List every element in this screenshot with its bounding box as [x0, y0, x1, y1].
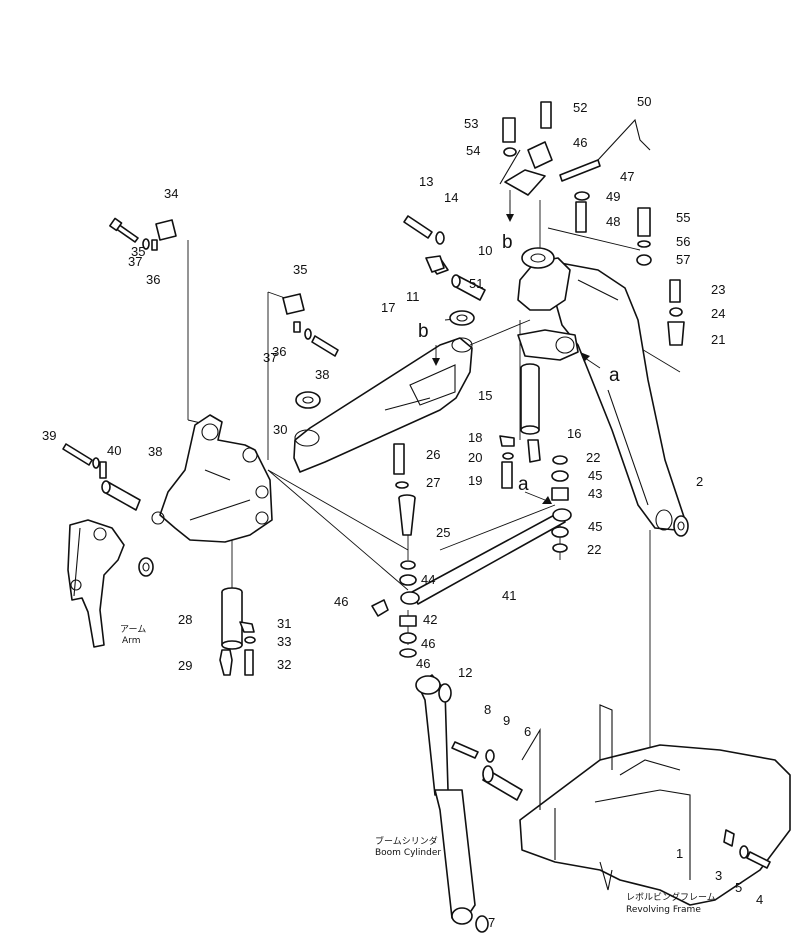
ref-mark-b-lower: b: [418, 321, 429, 342]
part-number-label: 52: [573, 100, 587, 115]
part-number-label: 50: [637, 94, 651, 109]
part-number-label: 56: [676, 234, 690, 249]
part-number-label: 47: [620, 169, 634, 184]
pin-6: [482, 765, 523, 801]
part-number-label: 46: [573, 135, 587, 150]
boom-part: [554, 261, 686, 531]
boom-cylinder-part: [415, 674, 476, 925]
part-number-label: 20: [468, 450, 482, 465]
pin-39: [101, 480, 141, 511]
part-number-label: 42: [423, 612, 437, 627]
part-number-label: 21: [711, 332, 725, 347]
part-number-label: 18: [468, 430, 482, 445]
part-number-label: 38: [315, 367, 329, 382]
part-number-label: 57: [676, 252, 690, 267]
part-number-label: 35: [131, 244, 145, 259]
part-number-label: 53: [464, 116, 478, 131]
caption-arm-en: Arm: [122, 636, 140, 646]
ref-mark-a-lower: a: [518, 474, 529, 495]
captions: アーム Arm ブームシリンダ Boom Cylinder レボルビングフレーム…: [120, 624, 716, 915]
link-part: [293, 337, 473, 473]
part-number-label: 38: [148, 444, 162, 459]
part-number-label: 29: [178, 658, 192, 673]
part-number-label: 46: [416, 656, 430, 671]
part-number-label: 9: [503, 713, 510, 728]
part-number-label: 49: [606, 189, 620, 204]
part-number-label: 46: [334, 594, 348, 609]
part-number-label: 26: [426, 447, 440, 462]
part-number-label: 33: [277, 634, 291, 649]
part-number-label: 54: [466, 143, 480, 158]
part-number-label: 36: [272, 344, 286, 359]
part-number-label: 12: [458, 665, 472, 680]
part-number-label: 27: [426, 475, 440, 490]
part-number-label: 24: [711, 306, 725, 321]
part-number-label: 22: [587, 542, 601, 557]
part-number-label: 4: [756, 892, 763, 907]
part-number-label: 23: [711, 282, 725, 297]
caption-arm-jp: アーム: [120, 624, 146, 635]
revolving-frame-part: [519, 704, 791, 906]
part-number-label: 10: [478, 243, 492, 258]
part-number-label: 15: [478, 388, 492, 403]
part-number-label: 37: [128, 254, 142, 269]
part-number-label: 44: [421, 572, 435, 587]
part-number-label: 6: [524, 724, 531, 739]
part-number-label: 30: [273, 422, 287, 437]
part-number-label: 39: [42, 428, 56, 443]
part-number-label: 40: [107, 443, 121, 458]
part-number-label: 34: [164, 186, 178, 201]
caption-revolving-frame-jp: レボルビングフレーム: [626, 891, 716, 903]
bracket-part: [151, 414, 273, 543]
part-number-label: 35: [293, 262, 307, 277]
part-number-label: 32: [277, 657, 291, 672]
part-number-label: 36: [146, 272, 160, 287]
pin-29: [221, 587, 243, 650]
part-number-label: 16: [567, 426, 581, 441]
rod-44: [400, 508, 572, 605]
part-number-label: 17: [381, 300, 395, 315]
part-number-label: 5: [735, 880, 742, 895]
part-number-label: 25: [436, 525, 450, 540]
reference-arrows: [432, 200, 601, 504]
part-number-labels: 1234567891011121314151617181920212222232…: [42, 94, 763, 930]
part-number-label: 11: [406, 289, 420, 304]
part-number-label: 48: [606, 214, 620, 229]
pin-25: [398, 494, 416, 536]
part-number-label: 55: [676, 210, 690, 225]
part-number-label: 22: [586, 450, 600, 465]
reference-marks: a a b b: [418, 232, 620, 495]
part-number-label: 41: [502, 588, 516, 603]
caption-boom-cylinder-en: Boom Cylinder: [375, 848, 441, 858]
part-number-label: 2: [696, 474, 703, 489]
part-number-label: 28: [178, 612, 192, 627]
part-number-label: 51: [469, 276, 483, 291]
part-number-label: 43: [588, 486, 602, 501]
part-number-label: 19: [468, 473, 482, 488]
part-number-label: 37: [263, 350, 277, 365]
ref-mark-b-upper: b: [502, 232, 513, 253]
arm-part: [67, 519, 125, 648]
part-number-label: 7: [488, 915, 495, 930]
part-number-label: 8: [484, 702, 491, 717]
caption-boom-cylinder-jp: ブームシリンダ: [375, 835, 438, 847]
part-number-label: 45: [588, 468, 602, 483]
top-bracket-part: [517, 247, 579, 361]
part-number-label: 3: [715, 868, 722, 883]
caption-revolving-frame-en: Revolving Frame: [626, 905, 701, 915]
part-number-label: 45: [588, 519, 602, 534]
hardware: [62, 101, 771, 933]
part-number-label: 31: [277, 616, 291, 631]
part-number-label: 1: [676, 846, 683, 861]
part-number-label: 46: [421, 636, 435, 651]
part-number-label: 14: [444, 190, 458, 205]
pin-15: [520, 363, 540, 435]
ref-mark-a-upper: a: [609, 365, 620, 386]
part-number-label: 13: [419, 174, 433, 189]
